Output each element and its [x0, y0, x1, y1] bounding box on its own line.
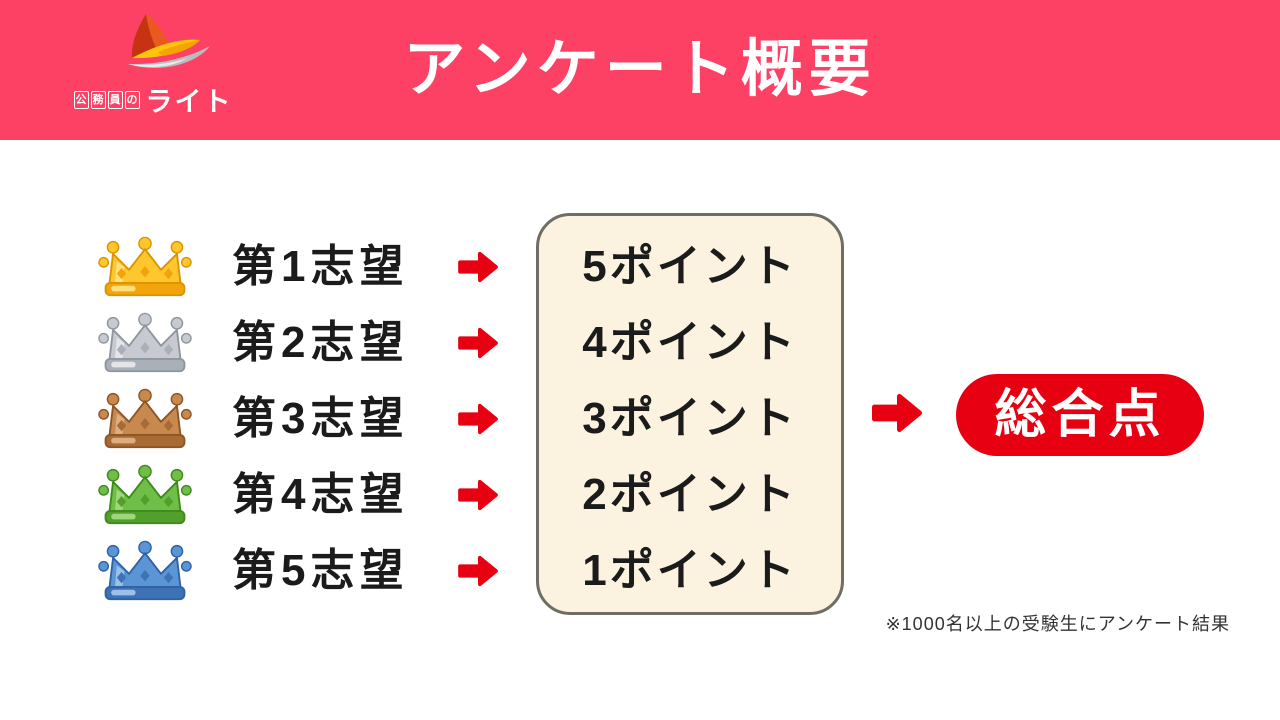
blue-crown-icon [95, 540, 195, 602]
right-arrow-icon [457, 402, 499, 436]
page-title: アンケート概要 [403, 35, 877, 104]
rank-label: 第2志望 [232, 318, 409, 367]
logo-boxed-chars: 公務員の [73, 90, 140, 109]
point-label: 3ポイント [582, 394, 798, 443]
logo-main-text: ライト [145, 87, 233, 117]
point-label: 2ポイント [582, 470, 798, 519]
gold-crown-icon [95, 236, 195, 298]
right-arrow-icon [457, 478, 499, 512]
point-label: 1ポイント [582, 546, 798, 595]
rank-row-5: 第5志望 [0, 540, 540, 602]
right-arrow-icon [457, 554, 499, 588]
rank-row-3: 第3志望 [0, 388, 540, 450]
logo-text: 公務員の ライト [58, 80, 248, 119]
rank-label: 第1志望 [232, 242, 409, 291]
green-crown-icon [95, 464, 195, 526]
header-banner [0, 0, 1280, 140]
right-arrow-icon [457, 250, 499, 284]
rank-row-4: 第4志望 [0, 464, 540, 526]
footnote-text: ※1000名以上の受験生にアンケート結果 [885, 614, 1230, 634]
point-label: 4ポイント [582, 318, 798, 367]
rank-label: 第4志望 [232, 470, 409, 519]
right-arrow-icon-large [872, 390, 922, 436]
rank-label: 第3志望 [232, 394, 409, 443]
total-score-badge: 総合点 [956, 374, 1204, 456]
logo: 公務員の ライト [58, 6, 248, 126]
logo-flame-icon [128, 14, 210, 68]
rank-label: 第5志望 [232, 546, 409, 595]
rank-row-2: 第2志望 [0, 312, 540, 374]
right-arrow-icon [457, 326, 499, 360]
bronze-crown-icon [95, 388, 195, 450]
points-box: 5ポイント 4ポイント 3ポイント 2ポイント 1ポイント [536, 213, 844, 615]
point-label: 5ポイント [582, 242, 798, 291]
rank-row-1: 第1志望 [0, 236, 540, 298]
silver-crown-icon [95, 312, 195, 374]
